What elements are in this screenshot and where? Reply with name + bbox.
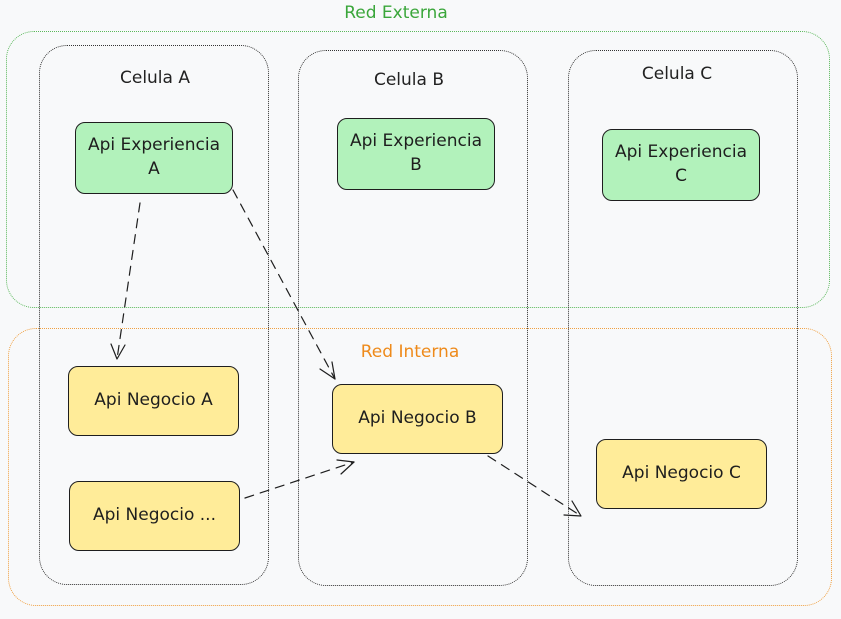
api-experiencia-a-label: Api Experiencia A — [87, 135, 221, 179]
api-experiencia-a-node[interactable]: Api Experiencia A — [75, 122, 233, 194]
internal-network-label: Red Interna — [360, 342, 460, 362]
api-negocio-b-node[interactable]: Api Negocio B — [332, 384, 503, 454]
api-negocio-b-label: Api Negocio B — [358, 408, 477, 429]
api-negocio-etc-label: Api Negocio ... — [92, 505, 216, 526]
internal-network-zone — [8, 328, 832, 606]
api-experiencia-c-label: Api Experiencia C — [614, 142, 748, 186]
api-negocio-c-node[interactable]: Api Negocio C — [596, 439, 767, 509]
cell-c — [568, 50, 798, 586]
external-network-zone — [6, 31, 830, 308]
api-negocio-a-node[interactable]: Api Negocio A — [68, 366, 239, 436]
api-experiencia-c-node[interactable]: Api Experiencia C — [602, 129, 760, 201]
api-experiencia-b-node[interactable]: Api Experiencia B — [337, 118, 495, 190]
api-negocio-etc-node[interactable]: Api Negocio ... — [69, 481, 240, 551]
api-negocio-a-label: Api Negocio A — [94, 390, 213, 411]
cell-c-label: Celula C — [641, 64, 713, 84]
external-network-label: Red Externa — [344, 3, 448, 23]
api-experiencia-b-label: Api Experiencia B — [349, 131, 483, 175]
api-negocio-c-label: Api Negocio C — [622, 463, 741, 484]
cell-b-label: Celula B — [373, 70, 445, 90]
cell-a-label: Celula A — [119, 68, 190, 88]
